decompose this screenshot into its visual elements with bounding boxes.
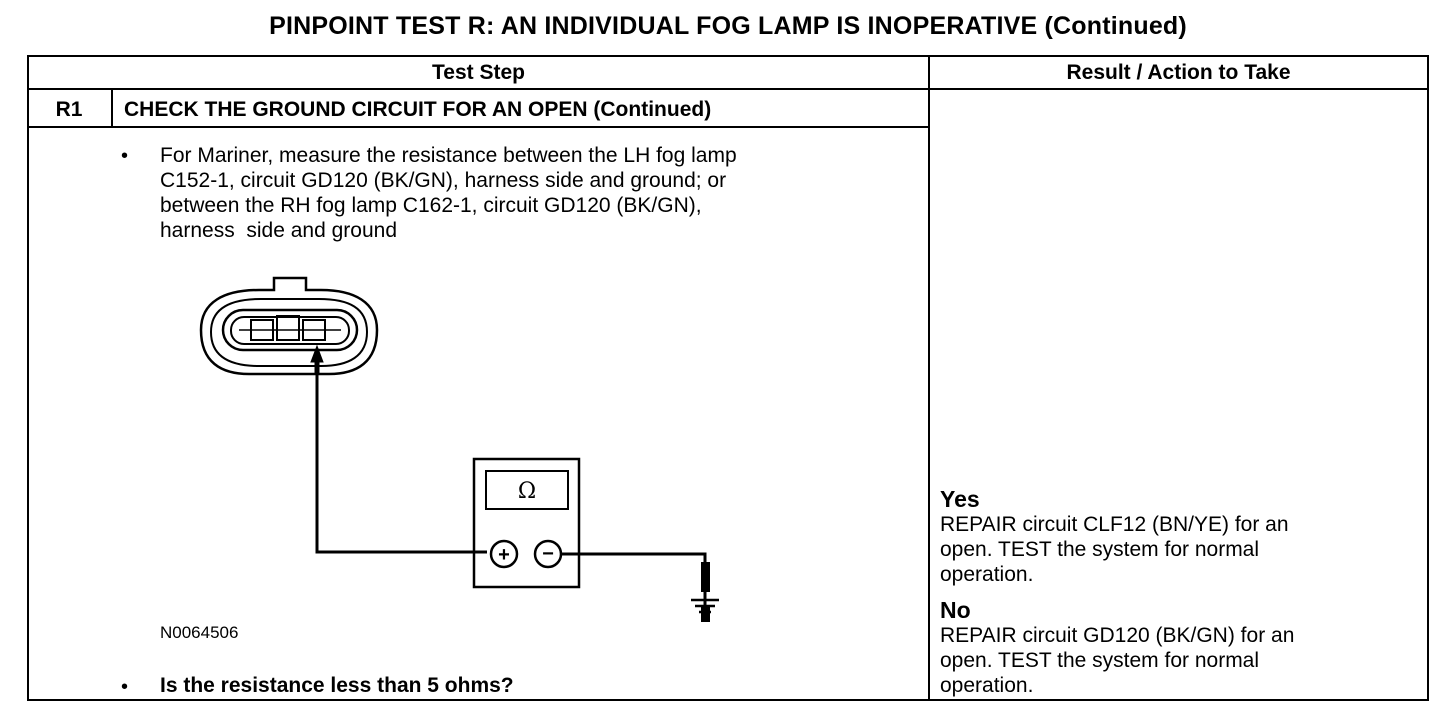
result-line: operation. [940,674,1034,697]
page-title: PINPOINT TEST R: AN INDIVIDUAL FOG LAMP … [269,12,1187,40]
result-yes-label: Yes [940,486,980,512]
header-test-step: Test Step [432,61,525,84]
ground-symbol-lower [691,562,719,614]
figure-id: N0064506 [160,623,239,642]
minus-terminal-label: − [542,543,554,565]
header-result-action: Result / Action to Take [1066,61,1291,84]
result-line: REPAIR circuit CLF12 (BN/YE) for an [940,513,1289,536]
result-no: No REPAIR circuit GD120 (BK/GN) for an o… [940,598,1400,698]
instruction-text: For Mariner, measure the resistance betw… [160,143,930,243]
step-title-divider [29,126,928,128]
positive-lead [315,372,487,554]
bullet: • [121,145,129,167]
wiring-diagram: Ω + − [199,276,710,622]
result-yes-text: REPAIR circuit CLF12 (BN/YE) for an open… [940,512,1400,587]
step-id-divider [111,88,113,126]
instruction-line: For Mariner, measure the resistance betw… [160,144,737,167]
ground-symbol [701,607,710,622]
pinpoint-test-table: Test Step Result / Action to Take R1 CHE… [27,55,1429,701]
result-no-label: No [940,597,971,623]
probe-arrow [310,344,324,374]
bullet: • [121,676,129,698]
fog-lamp-connector [199,276,379,376]
header-divider [29,88,1427,90]
result-line: operation. [940,563,1034,586]
result-line: open. TEST the system for normal [940,538,1260,561]
plus-terminal-label: + [498,544,510,566]
step-title: CHECK THE GROUND CIRCUIT FOR AN OPEN (Co… [124,98,712,121]
column-divider [928,57,930,699]
result-line: open. TEST the system for normal [940,649,1260,672]
result-line: REPAIR circuit GD120 (BK/GN) for an [940,624,1295,647]
instruction-line: harness side and ground [160,219,397,242]
step-id: R1 [55,98,83,121]
result-no-text: REPAIR circuit GD120 (BK/GN) for an open… [940,623,1400,698]
ohm-symbol: Ω [518,479,536,504]
result-yes: Yes REPAIR circuit CLF12 (BN/YE) for an … [940,487,1400,587]
instruction-line: between the RH fog lamp C162-1, circuit … [160,194,702,217]
test-question: Is the resistance less than 5 ohms? [160,674,514,697]
instruction-line: C152-1, circuit GD120 (BK/GN), harness s… [160,169,727,192]
